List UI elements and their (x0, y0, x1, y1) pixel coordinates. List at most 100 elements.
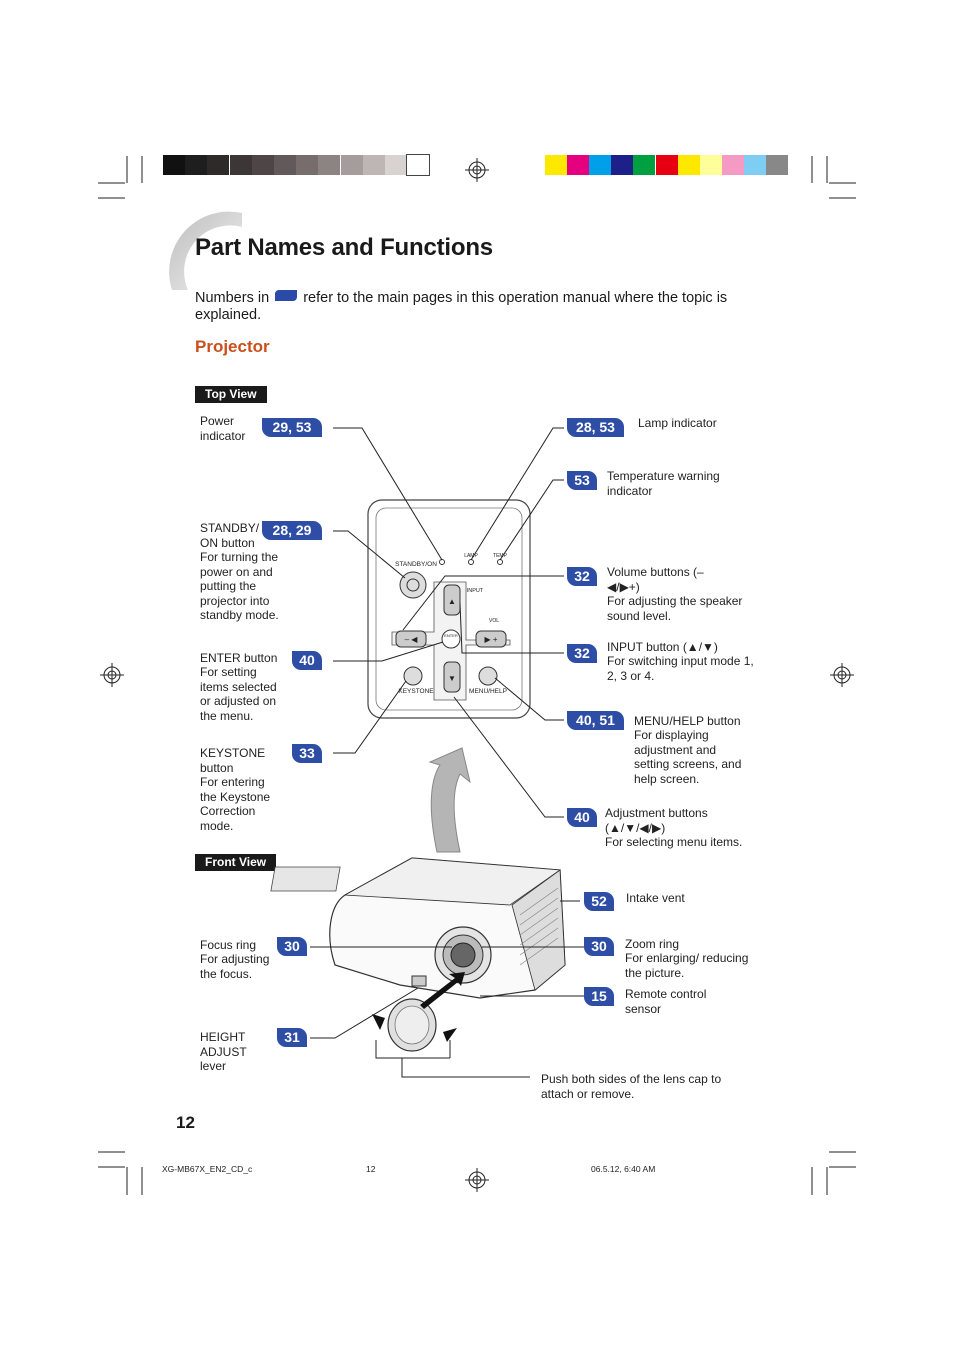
menu-help-button (478, 666, 498, 686)
label-power-indicator: Power indicator (200, 414, 246, 443)
label-temp-warning: Temperature warning indicator (607, 469, 720, 498)
label-zoom-ring: Zoom ring (625, 937, 680, 951)
panel-label-standby: STANDBY/ON (395, 561, 437, 568)
leader-lines-top (333, 427, 564, 818)
label-input: INPUT button (▲/▼) (607, 640, 718, 654)
registration-target-icon (100, 158, 854, 1192)
ref-temp-warning: 53 (567, 471, 597, 490)
ref-focus-ring: 30 (277, 937, 307, 956)
crop-marks (98, 156, 856, 1195)
label-standby-on: STANDBY/ ON button (200, 521, 260, 550)
label-height-adjust: HEIGHT ADJUST lever (200, 1030, 247, 1074)
lens-cap (372, 972, 465, 1052)
keystone-button (403, 666, 423, 686)
gray-swatch (163, 155, 185, 175)
leader-lines-front (310, 900, 585, 1078)
ref-zoom-ring: 30 (584, 937, 614, 956)
desc-enter: For setting items selected or adjusted o… (200, 665, 277, 723)
top-view-label: Top View (195, 386, 267, 403)
svg-text:– ◀: – ◀ (405, 635, 419, 644)
footer-page: 12 (366, 1164, 376, 1174)
intro-after: refer to the main pages in this operatio… (195, 290, 728, 323)
color-swatch (699, 155, 722, 175)
intro-before: Numbers in (195, 290, 270, 306)
page-title: Part Names and Functions (195, 234, 493, 261)
label-volume: Volume buttons (–◀/▶+) (607, 565, 704, 594)
color-swatch (743, 155, 766, 175)
label-keystone: KEYSTONE button (200, 746, 266, 775)
footer-date: 06.5.12, 6:40 AM (591, 1164, 656, 1174)
gray-swatch (274, 155, 296, 175)
svg-text:▶ +: ▶ + (484, 635, 497, 644)
panel-label-lamp: LAMP (464, 553, 478, 559)
adjust-left-button (395, 630, 427, 648)
color-swatch (567, 155, 590, 175)
section-heading-projector: Projector (195, 337, 270, 356)
attach-arrow-icon (420, 972, 465, 1009)
gray-swatch (296, 155, 319, 175)
desc-adjustment: For selecting menu items. (605, 835, 743, 849)
desc-menu-help: For displaying adjustment and setting sc… (634, 728, 742, 786)
front-view-label: Front View (195, 854, 277, 871)
label-adjustment: Adjustment buttons (▲/▼/◀/▶) (605, 806, 708, 835)
panel-label-input: INPUT (467, 588, 484, 594)
projector-front-view (270, 857, 566, 999)
ref-menu-help: 40, 51 (567, 711, 624, 730)
panel-label-keystone: KEYSTONE (398, 688, 434, 695)
label-menu-help: MENU/HELP button (634, 714, 741, 728)
lens-cap-note: Push both sides of the lens cap to attac… (541, 1072, 722, 1101)
ref-adjustment: 40 (567, 808, 597, 827)
desc-input: For switching input mode 1, 2, 3 or 4. (607, 654, 754, 683)
ref-intake-vent: 52 (584, 892, 614, 911)
ref-enter: 40 (292, 651, 322, 670)
desc-volume: For adjusting the speaker sound level. (607, 594, 743, 623)
gray-swatch (318, 155, 341, 175)
adjust-right-button (475, 630, 507, 648)
color-swatch (677, 155, 700, 175)
panel-label-temp: TEMP (493, 553, 508, 559)
intro-text: Numbers in refer to the main pages in th… (195, 290, 770, 324)
adjust-up-button (443, 584, 461, 616)
height-adjust-lever (411, 975, 427, 987)
ref-keystone: 33 (292, 744, 322, 763)
big-up-arrow-icon (428, 747, 471, 853)
color-swatch (655, 155, 678, 175)
label-focus-ring: Focus ring (200, 938, 257, 952)
label-lamp-indicator: Lamp indicator (638, 416, 717, 430)
panel-label-menu-help: MENU/HELP (469, 688, 507, 695)
svg-text:▲: ▲ (448, 597, 456, 606)
control-panel-top-view: ▲ ▼ – ◀ ▶ + (367, 499, 531, 719)
desc-standby-on: For turning the power on and putting the… (200, 550, 279, 623)
adjust-down-button (443, 661, 461, 693)
ref-input: 32 (567, 644, 597, 663)
color-swatch (611, 155, 634, 175)
gray-swatch (362, 155, 385, 175)
ref-remote-sensor: 15 (584, 987, 614, 1006)
desc-keystone: For entering the Keystone Correction mod… (200, 775, 271, 833)
reference-number-icon (275, 290, 298, 301)
ref-lamp-indicator: 28, 53 (567, 418, 624, 437)
gray-swatch (406, 154, 431, 176)
color-swatch (633, 155, 656, 175)
ref-standby-on: 28, 29 (262, 521, 322, 540)
ref-height-adjust: 31 (277, 1028, 307, 1047)
color-swatch (721, 155, 744, 175)
ref-volume: 32 (567, 567, 597, 586)
standby-on-button (399, 571, 427, 599)
gray-swatch (229, 155, 252, 175)
color-swatch (545, 155, 567, 175)
label-intake-vent: Intake vent (626, 891, 685, 905)
enter-button (441, 629, 461, 649)
title-arc-decoration (169, 211, 242, 290)
ref-power-indicator: 29, 53 (262, 418, 322, 437)
desc-zoom-ring: For enlarging/ reducing the picture. (625, 951, 749, 980)
gray-swatch (251, 155, 274, 175)
page-number: 12 (176, 1113, 195, 1132)
svg-text:▼: ▼ (448, 674, 456, 683)
panel-label-vol: VOL (489, 618, 499, 624)
desc-focus-ring: For adjusting the focus. (200, 952, 270, 981)
gray-swatch (185, 155, 208, 175)
color-swatch (766, 155, 788, 175)
gray-swatch (340, 155, 363, 175)
